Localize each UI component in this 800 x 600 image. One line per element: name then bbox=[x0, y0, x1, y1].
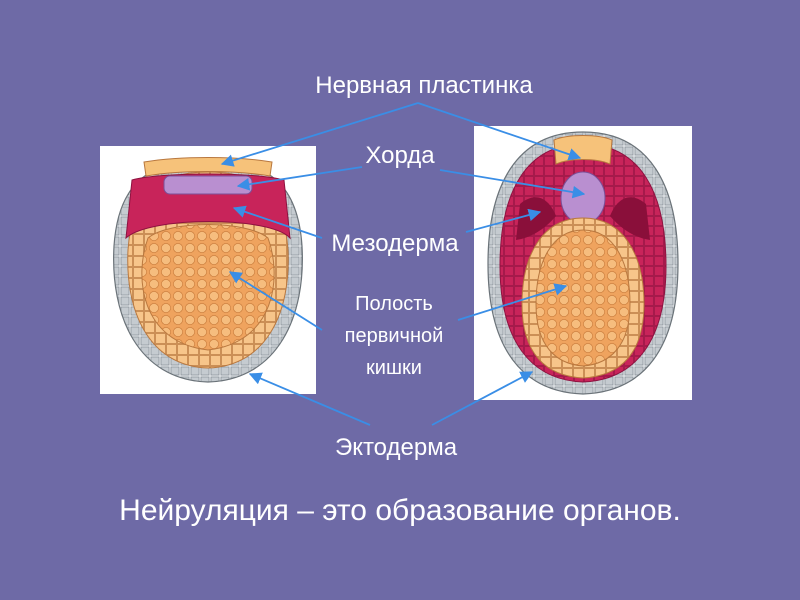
label-gut-cavity-line3: кишки bbox=[366, 357, 422, 379]
label-gut-cavity-line2: первичной bbox=[344, 325, 444, 347]
label-ectoderm: Эктодерма bbox=[334, 434, 458, 461]
label-gut-cavity-line1: Полость bbox=[355, 293, 433, 315]
embryo-later-stage-image bbox=[474, 126, 692, 400]
embryo-early-stage-image bbox=[100, 146, 316, 394]
label-notochord: Хорда bbox=[365, 142, 435, 169]
slide-caption: Нейруляция – это образование органов. bbox=[119, 494, 681, 527]
label-neural-plate: Нервная пластинка bbox=[315, 72, 533, 99]
label-mesoderm: Мезодерма bbox=[331, 230, 459, 257]
